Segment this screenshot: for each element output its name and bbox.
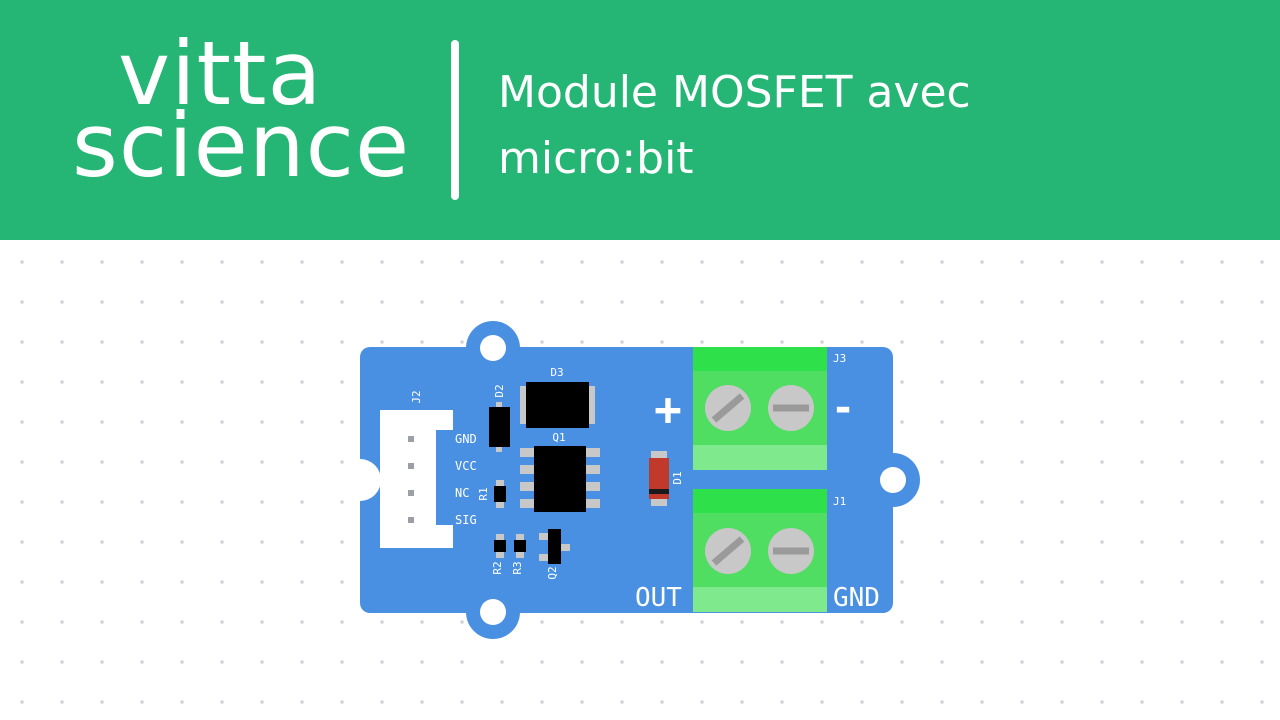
resistor-r3 [514, 534, 526, 558]
grove-connector [380, 410, 453, 548]
pin-label-gnd: GND [455, 432, 477, 446]
connector-ref-label: J2 [410, 390, 423, 403]
header-divider [451, 40, 459, 200]
r2-label: R2 [491, 561, 504, 574]
diode-d3 [520, 382, 595, 428]
d1-label: D1 [671, 471, 684, 484]
resistor-r1 [494, 480, 506, 508]
pin-label-vcc: VCC [455, 459, 477, 473]
r3-label: R3 [511, 561, 524, 574]
d2-label: D2 [493, 384, 506, 397]
page-title: Module MOSFET avec micro:bit [498, 60, 1238, 192]
mounting-hole-bottom [480, 599, 506, 625]
logo-text-science: science [72, 94, 411, 197]
minus-label: - [831, 385, 855, 431]
logo-text-vitta: vitta [118, 22, 323, 125]
q2-label: Q2 [546, 566, 559, 579]
plus-label: + [654, 382, 682, 436]
mounting-hole-right [880, 467, 906, 493]
diode-d1 [649, 451, 669, 506]
j1-label: J1 [833, 495, 846, 508]
pin-label-nc: NC [455, 486, 469, 500]
mounting-hole-top [480, 335, 506, 361]
pin-label-sig: SIG [455, 513, 477, 527]
resistor-r2 [494, 534, 506, 558]
terminal-block-j3 [693, 347, 827, 470]
header-banner: vitta science Module MOSFET avec micro:b… [0, 0, 1280, 240]
title-line-1: Module MOSFET avec [498, 67, 971, 118]
mounting-notch-left [339, 459, 381, 501]
transistor-q2 [539, 529, 570, 564]
diode-d2 [489, 402, 510, 452]
title-line-2: micro:bit [498, 133, 694, 184]
gnd-label: GND [833, 583, 880, 613]
j3-label: J3 [833, 352, 846, 365]
mounting-holes [339, 335, 906, 625]
out-label: OUT [635, 583, 682, 613]
mosfet-q1 [520, 446, 600, 512]
terminal-block-j1 [693, 489, 827, 612]
r1-label: R1 [477, 487, 490, 500]
q1-label: Q1 [552, 431, 565, 444]
vittascience-logo: vitta science [72, 30, 422, 210]
d3-label: D3 [550, 366, 563, 379]
